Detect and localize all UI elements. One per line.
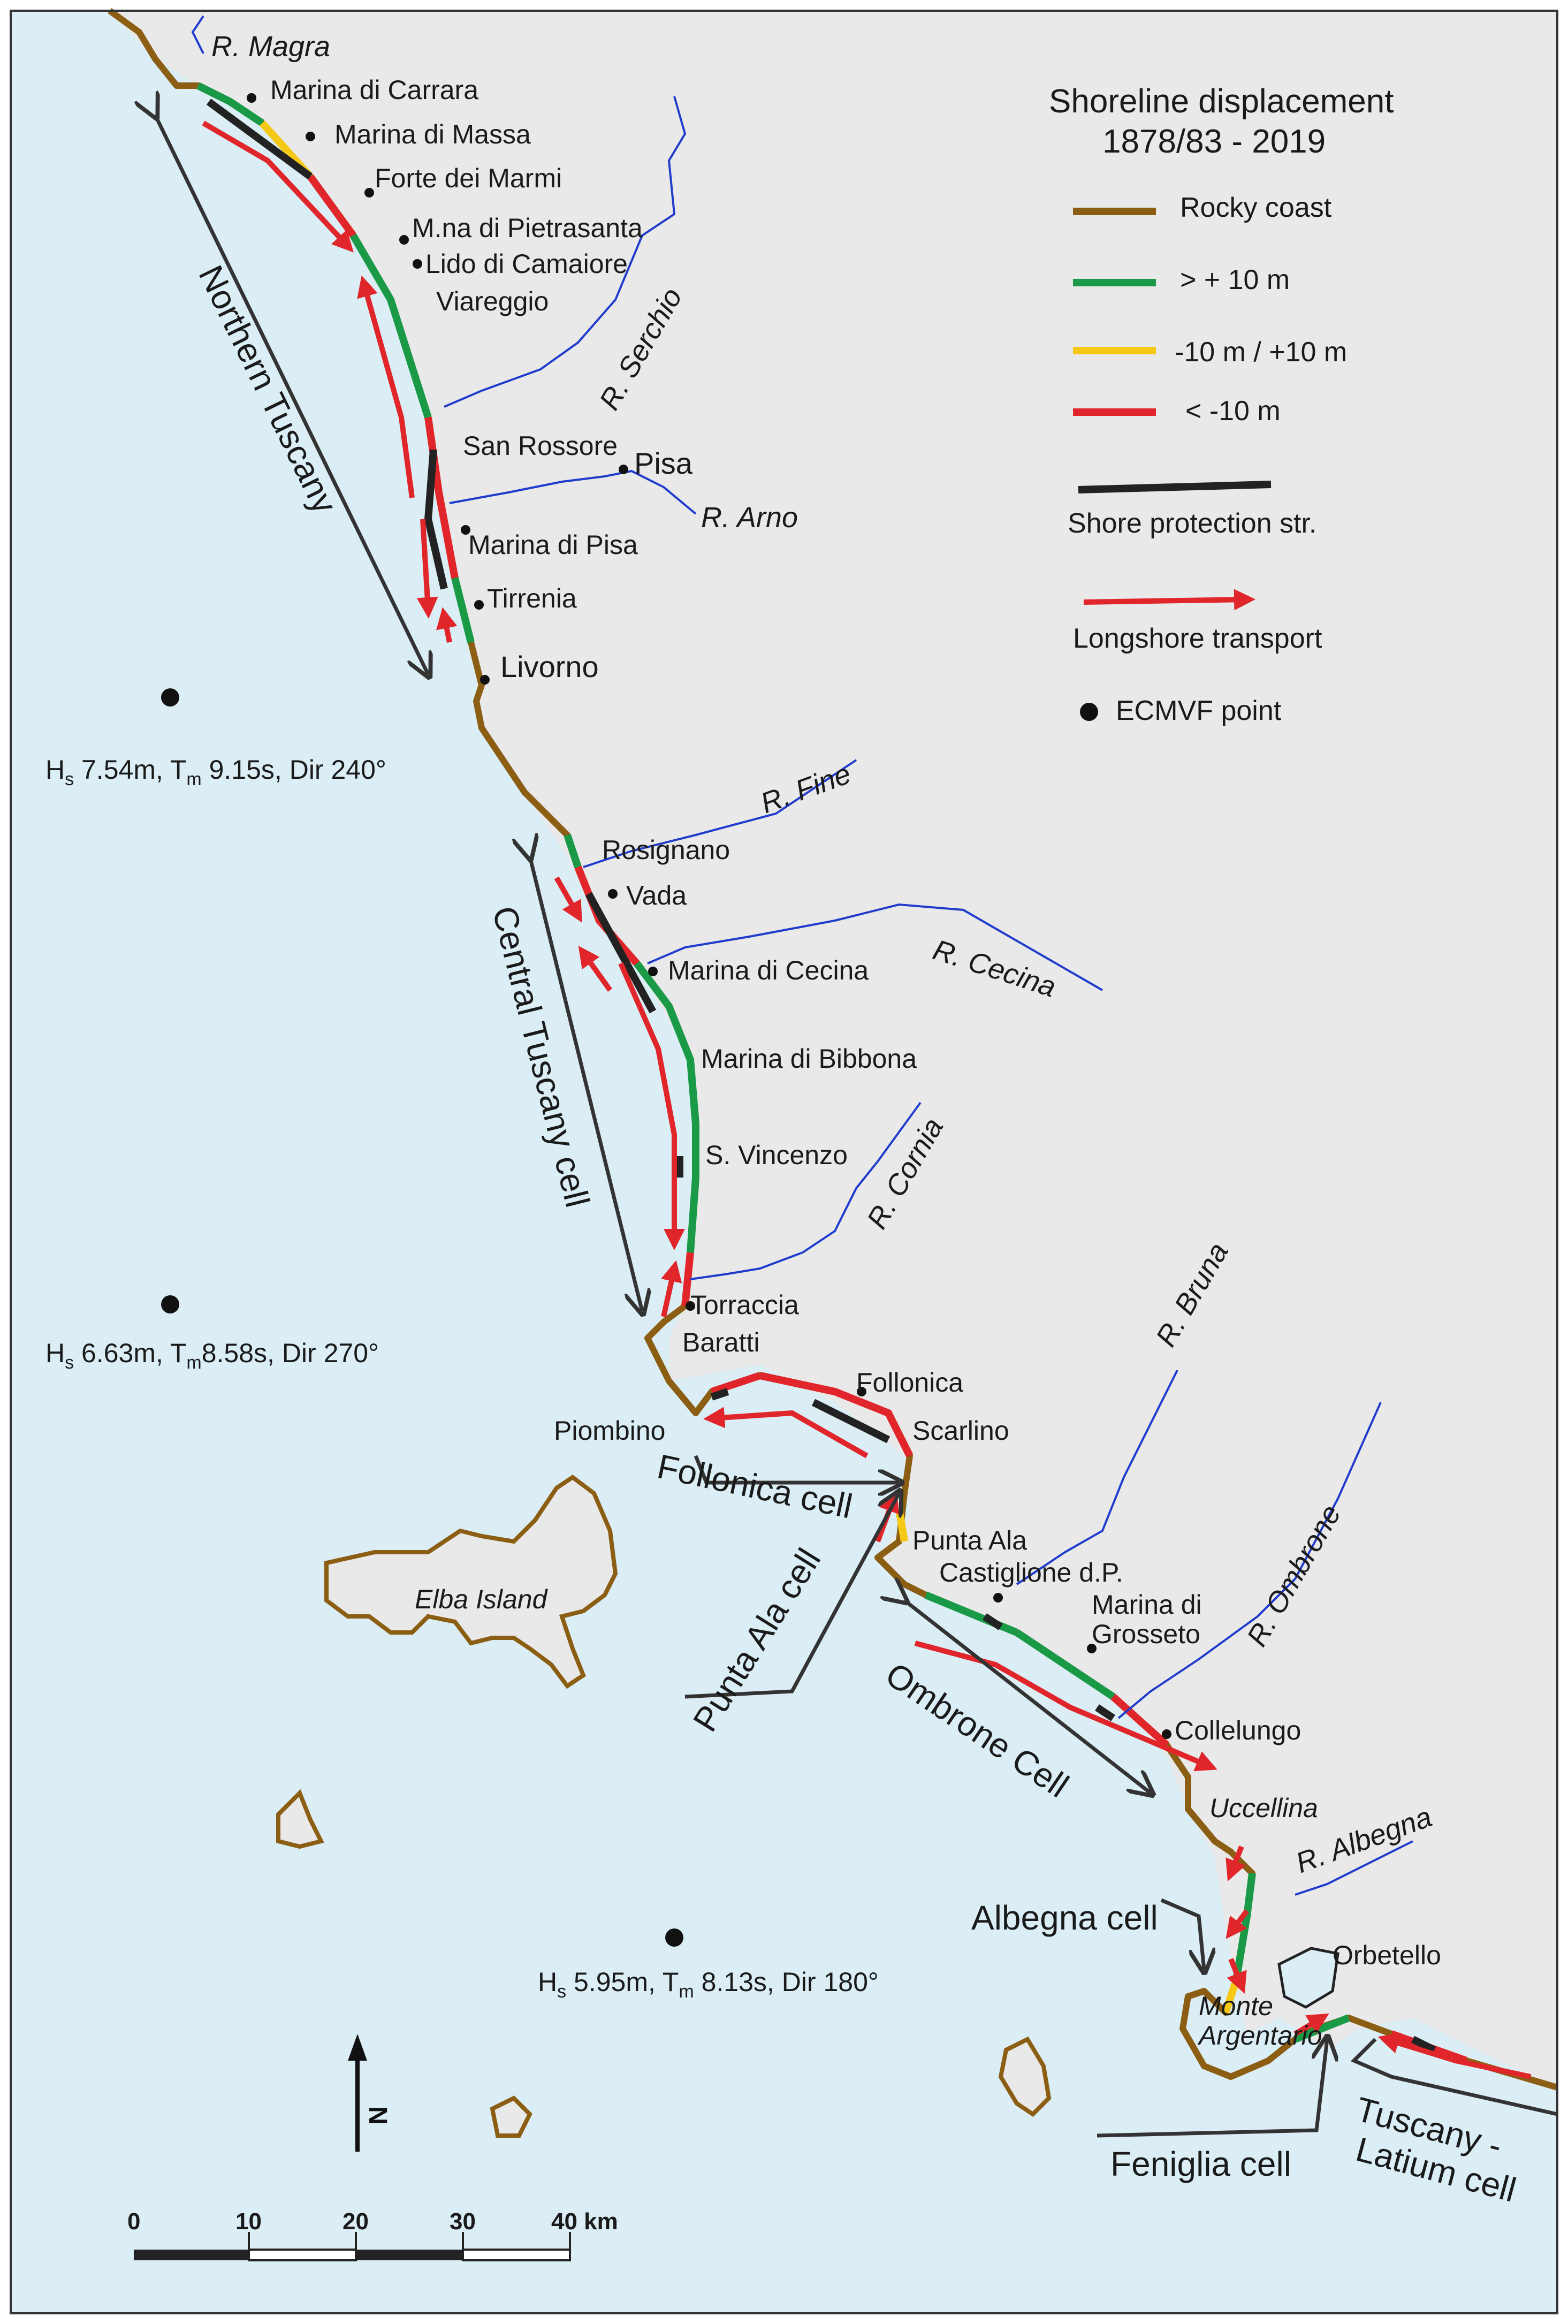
scale-tick-40: 40 km — [551, 2208, 618, 2235]
settlement-points — [247, 93, 1171, 1739]
ecmvf-point-1 — [161, 688, 179, 707]
mainland — [110, 11, 1557, 2087]
legend-swatch-protection — [1078, 481, 1272, 493]
place-label-camaiore: Lido di Camaiore — [425, 249, 628, 279]
cell-label-albegna: Albegna cell — [971, 1898, 1158, 1937]
place-label-uccellina: Uccellina — [1209, 1793, 1318, 1823]
scale-tick-30: 30 — [450, 2208, 476, 2235]
legend: Shoreline displacement 1878/83 - 2019 Ro… — [1049, 83, 1394, 726]
legend-swatch-transport — [1083, 589, 1255, 611]
elba-island — [324, 1475, 618, 1689]
wave-label-1: Hs 7.54m, Tm 9.15s, Dir 240° — [45, 755, 386, 789]
ecmvf-point-2 — [161, 1295, 179, 1313]
place-label-argentario-1: Monte — [1199, 1991, 1273, 2021]
pianosa-island — [276, 1789, 324, 1849]
wave-label-3: Hs 5.95m, Tm 8.13s, Dir 180° — [538, 1967, 879, 2002]
north-label: N — [363, 2106, 392, 2125]
place-label-follonica: Follonica — [856, 1368, 963, 1398]
legend-swatch-point — [1080, 703, 1098, 721]
legend-label-gain: > + 10 m — [1180, 264, 1290, 295]
place-label-marina-pisa: Marina di Pisa — [468, 530, 638, 560]
place-label-grosseto-1: Marina di — [1092, 1590, 1202, 1620]
legend-label-rocky: Rocky coast — [1180, 192, 1332, 223]
place-label-punta-ala: Punta Ala — [912, 1525, 1027, 1555]
place-label-pisa: Pisa — [634, 446, 693, 480]
scale-tick-10: 10 — [235, 2208, 262, 2235]
map-frame — [10, 10, 1558, 2314]
legend-title-line2: 1878/83 - 2019 — [1102, 123, 1326, 160]
scale-bar: 0 10 20 30 40 km — [127, 2208, 618, 2261]
wave-label-2: Hs 6.63m, Tm8.58s, Dir 270° — [45, 1338, 379, 1373]
legend-label-stable: -10 m / +10 m — [1175, 337, 1347, 368]
giglio-island — [998, 2036, 1052, 2117]
place-label-orbetello: Orbetello — [1333, 1940, 1441, 1970]
ecmvf-point-3 — [665, 1928, 683, 1947]
montecristo-island — [490, 2095, 532, 2138]
legend-title-line1: Shoreline displacement — [1049, 83, 1394, 120]
place-label-carrara: Marina di Carrara — [270, 75, 478, 105]
place-label-piombino: Piombino — [554, 1416, 665, 1446]
place-label-bibbona: Marina di Bibbona — [701, 1044, 917, 1074]
place-label-baratti: Baratti — [682, 1327, 760, 1357]
place-label-viareggio: Viareggio — [436, 286, 549, 316]
place-label-livorno: Livorno — [500, 650, 599, 683]
place-label-vada: Vada — [626, 880, 687, 910]
legend-label-point: ECMVF point — [1116, 695, 1282, 726]
place-label-forte: Forte dei Marmi — [375, 163, 562, 193]
legend-label-transport: Longshore transport — [1073, 623, 1322, 654]
place-label-argentario-2: Argentario — [1197, 2021, 1322, 2050]
north-arrow: N — [348, 2034, 392, 2152]
river-label-magra: R. Magra — [211, 31, 330, 63]
place-label-pietrasanta: M.na di Pietrasanta — [412, 213, 643, 243]
orbetello-lagoon — [1277, 1947, 1339, 2009]
place-label-castiglione: Castiglione d.P. — [939, 1558, 1123, 1588]
river-label-arno: R. Arno — [701, 502, 798, 534]
place-label-elba: Elba Island — [415, 1584, 549, 1614]
legend-label-loss: < -10 m — [1185, 396, 1281, 427]
cell-arrows — [155, 115, 1558, 2138]
cell-label-feniglia: Feniglia cell — [1110, 2145, 1291, 2183]
legend-label-protection: Shore protection str. — [1068, 508, 1316, 539]
place-label-rosignano: Rosignano — [602, 835, 730, 865]
place-label-collelungo: Collelungo — [1175, 1715, 1301, 1745]
place-label-torraccia: Torraccia — [690, 1290, 799, 1320]
place-label-rossore: San Rossore — [463, 431, 618, 461]
place-label-scarlino: Scarlino — [912, 1416, 1009, 1446]
scale-tick-20: 20 — [342, 2208, 369, 2235]
place-label-grosseto-2: Grosseto — [1092, 1619, 1200, 1649]
scale-tick-0: 0 — [127, 2208, 140, 2235]
place-label-tirrenia: Tirrenia — [487, 583, 577, 613]
place-label-vincenzo: S. Vincenzo — [705, 1140, 848, 1170]
place-label-cecina: Marina di Cecina — [668, 955, 869, 985]
place-label-massa: Marina di Massa — [334, 119, 531, 149]
